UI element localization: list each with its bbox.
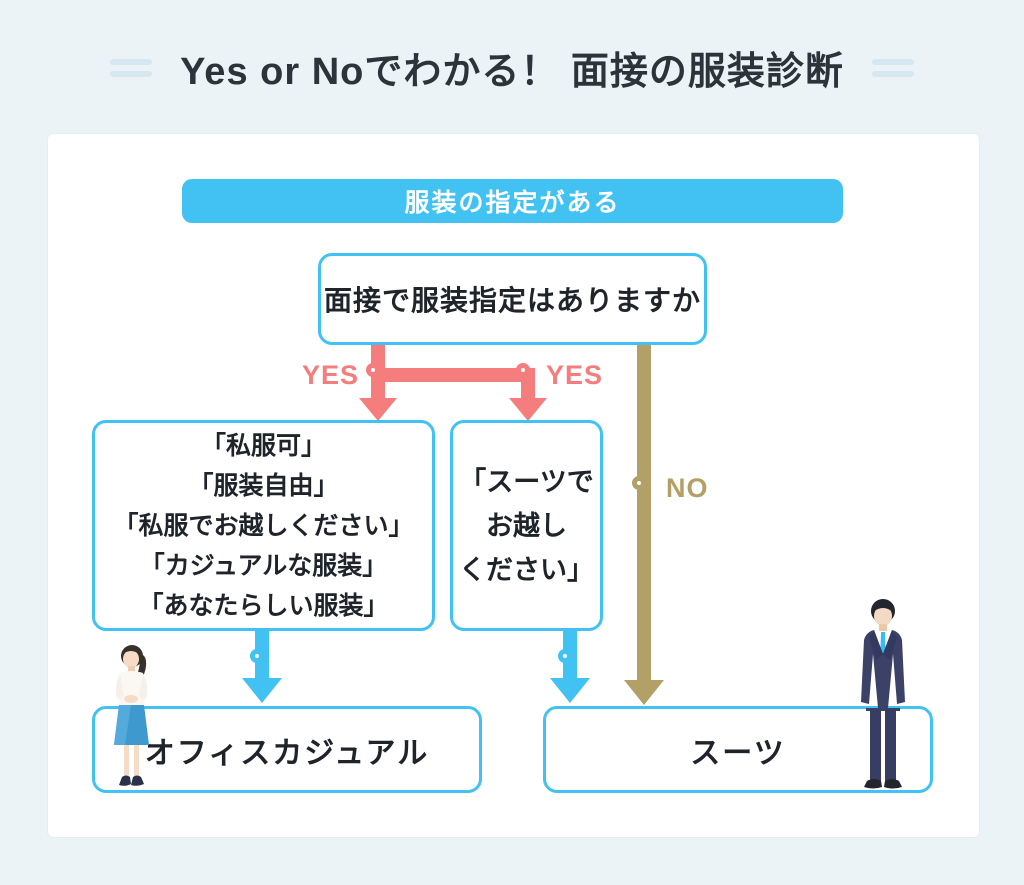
result-suit-box: スーツ	[543, 706, 933, 793]
title-row: Yes or Noでわかる！ 面接の服装診断	[0, 40, 1024, 95]
flowchart-header-banner: 服装の指定がある	[182, 179, 843, 223]
woman-office-casual-illustration-icon	[114, 645, 149, 786]
title-decoration-right-icon	[871, 58, 914, 77]
suit-term-box: 「スーツで お越し ください」	[450, 420, 603, 631]
yes-right-label: YES	[546, 360, 604, 390]
yes-right-node-circle-icon	[516, 363, 530, 377]
no-label: NO	[666, 473, 709, 503]
casual-term: 「カジュアルな服装」	[139, 551, 388, 580]
yes-left-label: YES	[302, 360, 360, 390]
question-box: 面接で服装指定はありますか	[318, 253, 707, 345]
title-decoration-left-icon	[110, 58, 153, 77]
casual-terms-box: 「私服可」 「服装自由」 「私服でお越しください」 「カジュアルな服装」 「あな…	[92, 420, 435, 631]
casual-term: 「私服可」	[200, 431, 326, 460]
yes-horizontal-connector-line	[371, 368, 535, 382]
casual-term: 「あなたらしい服装」	[138, 591, 389, 620]
casual-term: 「服装自由」	[188, 471, 339, 500]
yes-left-node-circle-icon	[366, 363, 380, 377]
yes-right-arrowhead-icon	[509, 398, 547, 421]
suit-term-line: 「スーツで	[459, 466, 594, 497]
no-connector-line	[637, 345, 651, 682]
no-arrowhead-icon	[624, 680, 664, 705]
yes-left-arrowhead-icon	[359, 398, 397, 421]
man-in-suit-illustration-icon	[861, 599, 905, 789]
page-title: Yes or Noでわかる！ 面接の服装診断	[180, 51, 844, 93]
casual-term: 「私服でお越しください」	[113, 511, 414, 540]
casual-result-arrowhead-icon	[242, 678, 282, 703]
suit-term-line: お越し	[486, 510, 567, 541]
suit-result-arrowhead-icon	[550, 678, 590, 703]
casual-result-node-circle-icon	[250, 649, 264, 663]
suit-term-line: ください」	[459, 554, 594, 585]
no-node-circle-icon	[632, 476, 646, 490]
suit-result-node-circle-icon	[558, 649, 572, 663]
result-office-casual-box: オフィスカジュアル	[92, 706, 482, 793]
